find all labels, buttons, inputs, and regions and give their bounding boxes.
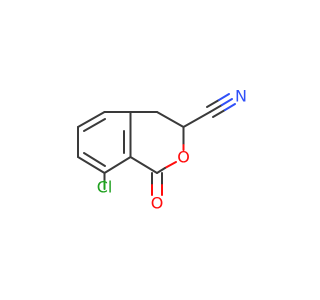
bond-ar-c5-c6-inner (83, 118, 106, 132)
molecule-structure-diagram: O O N Cl (77, 87, 247, 213)
atom-label-chlorine: Cl (97, 178, 113, 197)
bond-ch2-c3 (156, 111, 185, 128)
bond-nitrile-2-carbon (206, 99, 220, 108)
bond-nitrile-3-carbon (212, 109, 226, 118)
bond-nitrile-1-carbon (209, 104, 223, 113)
bond-o2-c1-carbon (156, 167, 166, 174)
bond-c3-cn (182, 111, 211, 128)
bond-nitrile-2-nitrogen (218, 93, 230, 101)
bond-nitrile-1-nitrogen (221, 98, 233, 106)
bond-ar-c8-c8a (103, 156, 132, 174)
bond-c1-c8a (129, 156, 158, 174)
bond-ar-c5-c6-outer (77, 111, 106, 128)
atom-label-oxygen-carbonyl: O (151, 194, 164, 213)
molecule-canvas: O O N Cl (77, 86, 247, 213)
atom-label-oxygen-ring: O (177, 148, 190, 167)
bond-o2-c1 (164, 161, 177, 169)
bond-ar-c7-c8-outer (77, 156, 106, 174)
atom-label-nitrogen: N (235, 87, 247, 106)
bond-nitrile-3-nitrogen (224, 103, 236, 111)
bond-ar-c7-c8-inner (83, 152, 106, 167)
